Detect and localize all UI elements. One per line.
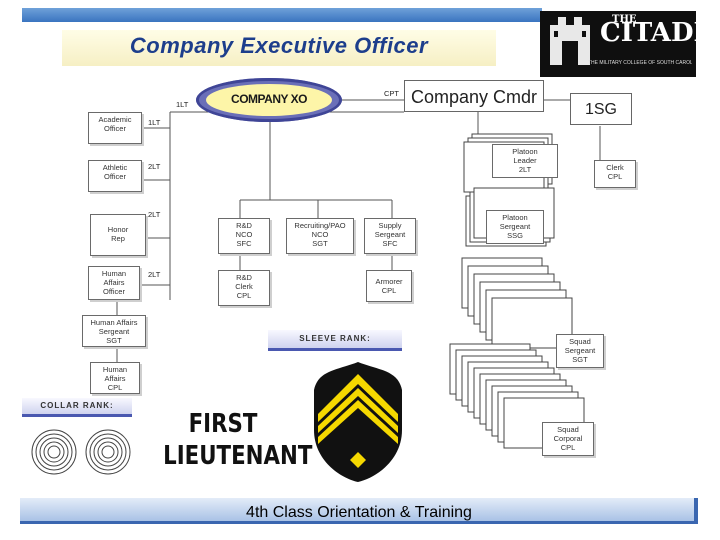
citadel-building-icon xyxy=(550,17,590,65)
box-line: SSG xyxy=(507,231,523,240)
collar-rank-icon xyxy=(31,429,131,475)
box-line: Rep xyxy=(111,234,125,243)
box-line: Recruiting/PAO xyxy=(294,221,346,230)
header-bar xyxy=(22,8,542,22)
rd-clerk-box: R&D Clerk CPL xyxy=(218,270,270,306)
logo-name: CITADEL xyxy=(600,18,720,48)
box-line: Sergeant xyxy=(374,230,406,239)
footer-text: 4th Class Orientation & Training xyxy=(246,504,472,521)
box-line: Sergeant xyxy=(564,346,596,355)
rank-name: FIRST LIEUTENANT xyxy=(163,408,313,472)
sleeve-rank-label: SLEEVE RANK: xyxy=(268,330,402,351)
box-line: Clerk xyxy=(606,163,624,172)
platoon-sergeant-box: Platoon Sergeant SSG xyxy=(486,210,544,244)
first-sergeant-box: 1SG xyxy=(570,93,632,125)
box-line: Leader xyxy=(513,156,537,165)
honor-rank: 2LT xyxy=(148,210,161,219)
box-line: SFC xyxy=(236,239,252,248)
rd-nco-box: R&D NCO SFC xyxy=(218,218,270,254)
box-line: Human xyxy=(102,365,128,374)
rank-line-1: FIRST xyxy=(188,409,258,439)
box-line: CPL xyxy=(107,383,123,392)
box-line: Officer xyxy=(103,287,125,296)
box-line: Sergeant xyxy=(98,327,130,336)
box-line: Clerk xyxy=(235,282,253,291)
box-line: NCO xyxy=(235,230,253,239)
box-line: Platoon xyxy=(502,213,528,222)
box-line: Athletic xyxy=(102,163,128,172)
footer-bar xyxy=(20,498,698,524)
human-affairs-officer-box: Human Affairs Officer xyxy=(88,266,140,300)
box-line: Squad xyxy=(557,425,579,434)
box-line: SGT xyxy=(572,355,588,364)
supply-sergeant-box: Supply Sergeant SFC xyxy=(364,218,416,254)
box-line: 2LT xyxy=(518,165,532,174)
box-line: Platoon xyxy=(512,147,538,156)
box-line: Supply xyxy=(378,221,402,230)
box-line: SFC xyxy=(382,239,398,248)
box-line: Human Affairs xyxy=(90,318,138,327)
box-line: CPL xyxy=(607,172,623,181)
human-affairs-sergeant-box: Human Affairs Sergeant SGT xyxy=(82,315,146,347)
box-line: Armorer xyxy=(375,277,403,286)
collar-rank-label: COLLAR RANK: xyxy=(22,398,132,417)
logo-subtitle: THE MILITARY COLLEGE OF SOUTH CAROLINA xyxy=(588,60,692,66)
squad-sergeant-box: Squad Sergeant SGT xyxy=(556,334,604,368)
box-line: CPL xyxy=(560,443,576,452)
box-line: Sergeant xyxy=(499,222,531,231)
squad-corporal-box: Squad Corporal CPL xyxy=(542,422,594,456)
box-line: Affairs xyxy=(104,374,126,383)
platoon-leader-box: Platoon Leader 2LT xyxy=(492,144,558,178)
box-line: Squad xyxy=(569,337,591,346)
box-line: CPL xyxy=(236,291,252,300)
box-line: Human xyxy=(101,269,127,278)
athletic-rank: 2LT xyxy=(148,162,161,171)
page-title: Company Executive Officer xyxy=(129,33,429,58)
rank-line-2: LIEUTENANT xyxy=(163,441,313,471)
athletic-officer-box: Athletic Officer xyxy=(88,160,142,192)
commander-rank: CPT xyxy=(384,89,399,98)
box-line: CPL xyxy=(381,286,397,295)
box-line: Academic xyxy=(98,115,132,124)
commander-box: Company Cmdr xyxy=(404,80,544,112)
xo-oval-inner xyxy=(206,84,332,116)
honor-rep-box: Honor Rep xyxy=(90,214,146,256)
academic-officer-box: Academic Officer xyxy=(88,112,142,144)
armorer-box: Armorer CPL xyxy=(366,270,412,302)
sleeve-rank-icon xyxy=(314,362,402,482)
box-line: R&D xyxy=(236,221,252,230)
xo-rank: 1LT xyxy=(176,100,189,109)
clerk-box: Clerk CPL xyxy=(594,160,636,188)
box-line: Corporal xyxy=(553,434,583,443)
box-line: Honor xyxy=(107,225,129,234)
title-banner xyxy=(62,30,496,66)
human-affairs-rank: 2LT xyxy=(148,270,161,279)
academic-rank: 1LT xyxy=(148,118,161,127)
logo-the: THE xyxy=(612,14,637,25)
box-line: SGT xyxy=(106,336,122,345)
recruiting-pao-nco-box: Recruiting/PAO NCO SGT xyxy=(286,218,354,254)
citadel-logo xyxy=(540,11,696,77)
box-line: Officer xyxy=(104,172,126,181)
box-line: NCO xyxy=(311,230,329,239)
box-line: R&D xyxy=(236,273,252,282)
xo-label: COMPANY XO xyxy=(231,92,307,106)
human-affairs-cpl-box: Human Affairs CPL xyxy=(90,362,140,394)
box-line: Affairs xyxy=(103,278,125,287)
box-line: Officer xyxy=(104,124,126,133)
box-line: SGT xyxy=(312,239,328,248)
